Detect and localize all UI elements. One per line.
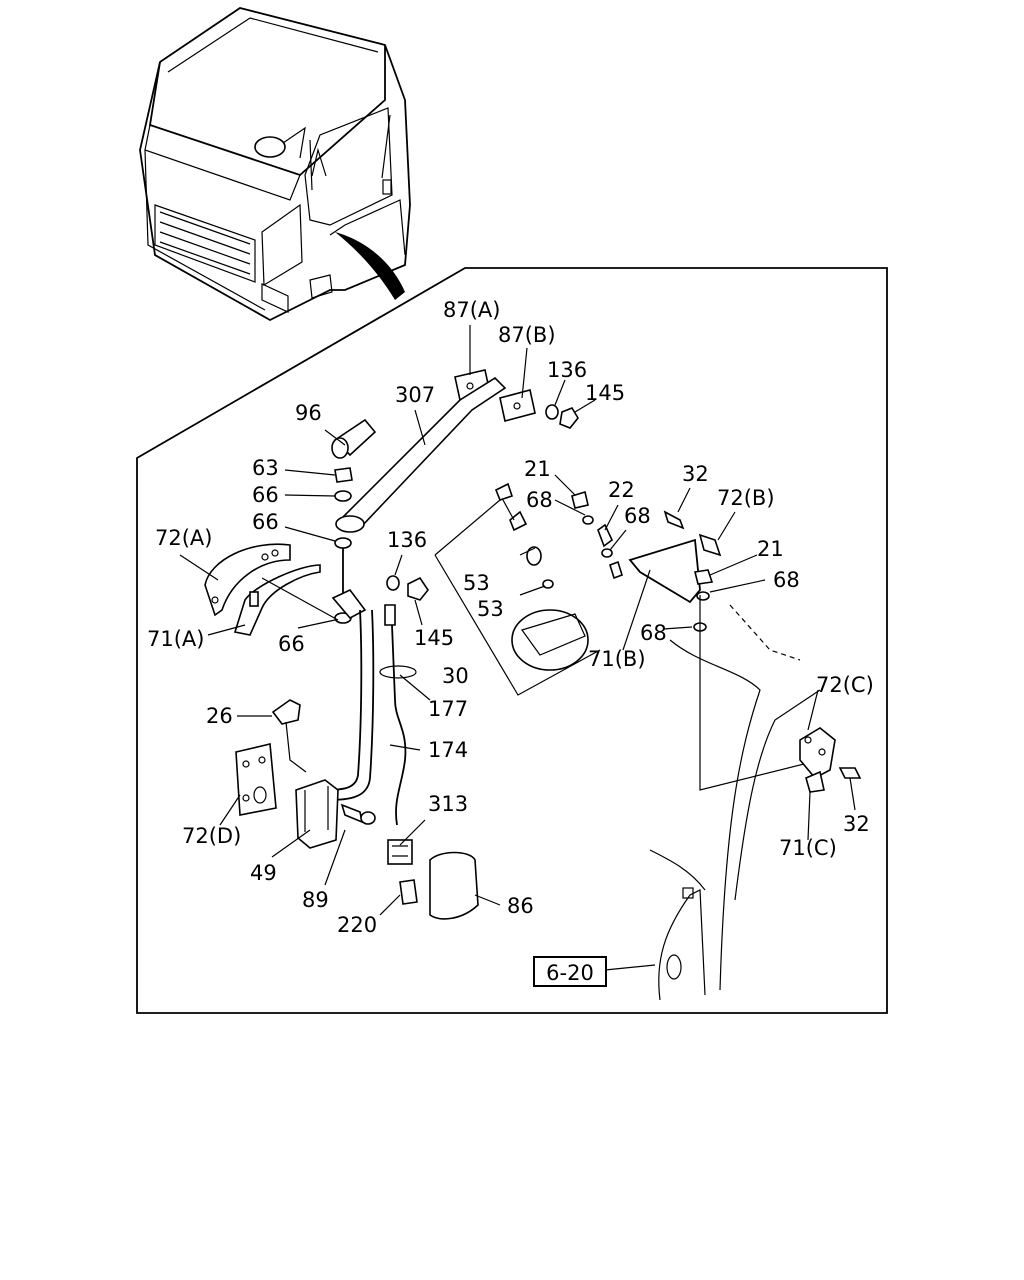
callout-71a: 71(A) [147, 627, 204, 651]
callout-87b: 87(B) [498, 323, 556, 347]
callout-72b: 72(B) [717, 486, 775, 510]
callout-307: 307 [395, 383, 435, 407]
callout-53a: 53 [463, 571, 490, 595]
callout-68d: 68 [640, 621, 667, 645]
callout-30: 30 [442, 664, 469, 688]
callout-68c: 68 [773, 568, 800, 592]
callout-174: 174 [428, 738, 468, 762]
callout-49: 49 [250, 861, 277, 885]
callout-71b: 71(B) [588, 647, 646, 671]
callout-177: 177 [428, 697, 468, 721]
ref-box-label: 6-20 [546, 961, 594, 985]
callout-145b: 145 [414, 626, 454, 650]
callout-21a: 21 [524, 457, 551, 481]
callout-86: 86 [507, 894, 534, 918]
callout-22: 22 [608, 478, 635, 502]
callout-72c: 72(C) [816, 673, 874, 697]
callout-32a: 32 [682, 462, 709, 486]
callout-21b: 21 [757, 537, 784, 561]
callout-89: 89 [302, 888, 329, 912]
callout-66b: 66 [252, 510, 279, 534]
callout-68a: 68 [526, 488, 553, 512]
callout-145a: 145 [585, 381, 625, 405]
callout-63: 63 [252, 456, 279, 480]
callout-labels: 87(A) 87(B) 136 145 307 96 63 66 66 66 7… [147, 298, 874, 937]
callout-72a: 72(A) [155, 526, 212, 550]
detail-frame [136, 267, 888, 1014]
leader-lines [179, 325, 856, 971]
callout-87a: 87(A) [443, 298, 500, 322]
callout-32b: 32 [843, 812, 870, 836]
callout-71c: 71(C) [779, 836, 837, 860]
ref-box [533, 956, 607, 987]
truck-cab-illustration [139, 7, 411, 322]
callout-136b: 136 [387, 528, 427, 552]
callout-313: 313 [428, 792, 468, 816]
parts-drawing [204, 369, 862, 1001]
callout-66c: 66 [278, 632, 305, 656]
callout-68b: 68 [624, 504, 651, 528]
callout-220: 220 [337, 913, 377, 937]
callout-136a: 136 [547, 358, 587, 382]
callout-72d: 72(D) [182, 824, 241, 848]
callout-66a: 66 [252, 483, 279, 507]
callout-96: 96 [295, 401, 322, 425]
callout-26: 26 [206, 704, 233, 728]
callout-53b: 53 [477, 597, 504, 621]
